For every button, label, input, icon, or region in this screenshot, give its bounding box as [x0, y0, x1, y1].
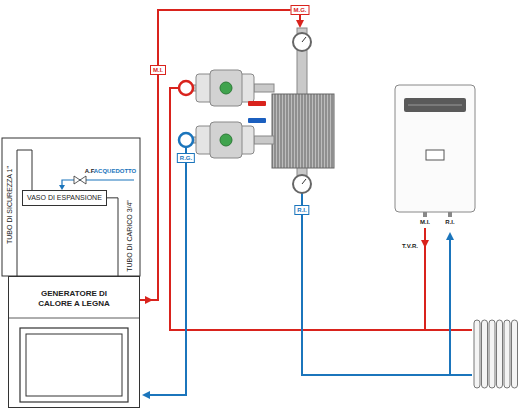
- plant-return-pipe: [302, 193, 472, 375]
- pipe-label: TUBO DI SICUREZZA 1": [6, 166, 13, 244]
- water-feed-pipe: [62, 180, 134, 186]
- pipe-tag: M.I.: [150, 65, 166, 75]
- pipe-tag: R.I.: [294, 205, 309, 215]
- boiler-return-pipe: [449, 236, 451, 375]
- expansion-vessel: VASO DI ESPANSIONE: [22, 190, 107, 206]
- fire-window: [20, 328, 128, 402]
- wood-heat-generator: GENERATORE DI CALORE A LEGNA: [8, 276, 140, 408]
- pipe-fitting: [254, 136, 274, 144]
- radiator-element: [512, 320, 518, 388]
- boiler-grille: [404, 98, 466, 112]
- radiator-element: [489, 320, 495, 388]
- connection-label: M.I.: [420, 219, 430, 225]
- valve-label: T.V.R.: [402, 243, 418, 249]
- radiator-element: [504, 320, 510, 388]
- red-valve-handle: [248, 101, 266, 106]
- source-label: ACQUEDOTTO: [94, 168, 137, 174]
- fire-window-inner: [26, 334, 122, 396]
- flow-arrow: [421, 240, 429, 248]
- pipe-connector: [17, 150, 32, 276]
- gauge-needle: [302, 37, 306, 42]
- flow-arrow: [145, 296, 153, 304]
- housing-outline: [2, 138, 140, 276]
- boiler-stub: [448, 212, 452, 217]
- pressure-gauge: [293, 175, 311, 193]
- wall-boiler: [395, 85, 475, 212]
- boiler-grille-line: [408, 105, 462, 106]
- flow-arrow: [296, 20, 304, 28]
- pump-badge: [220, 82, 232, 94]
- tap-symbol: [80, 176, 86, 184]
- pump-motor: [210, 70, 242, 106]
- connection-label: R.I.: [445, 219, 454, 225]
- thermometer: [179, 81, 193, 95]
- plate-exchanger: [272, 94, 334, 168]
- node-text: VASO DI ESPANSIONE: [27, 194, 102, 202]
- hood-line: [8, 318, 140, 319]
- tap-symbol: [74, 176, 80, 184]
- pipe-label: TUBO DI CARICO 3/4": [126, 200, 133, 272]
- radiator-element: [497, 320, 503, 388]
- pipe-fitting: [254, 84, 274, 92]
- thermometer: [179, 133, 193, 147]
- node-text: GENERATORE DI CALORE A LEGNA: [32, 289, 116, 309]
- radiator-element: [474, 320, 480, 388]
- pressure-gauge: [293, 33, 311, 51]
- radiator-element: [482, 320, 488, 388]
- flow-arrow: [446, 232, 454, 240]
- pump-motor: [210, 122, 242, 158]
- boiler-display: [426, 150, 444, 160]
- gauge-needle: [302, 179, 306, 184]
- pump-badge: [220, 134, 232, 146]
- flow-arrow: [142, 391, 150, 399]
- blue-valve-handle: [248, 118, 266, 123]
- generator-return-pipe: [148, 147, 186, 395]
- boiler-stub: [423, 212, 427, 217]
- pipe-tag: R.G.: [177, 153, 195, 163]
- pipe-tag: M.G.: [291, 5, 310, 15]
- pipe-connector: [107, 198, 118, 276]
